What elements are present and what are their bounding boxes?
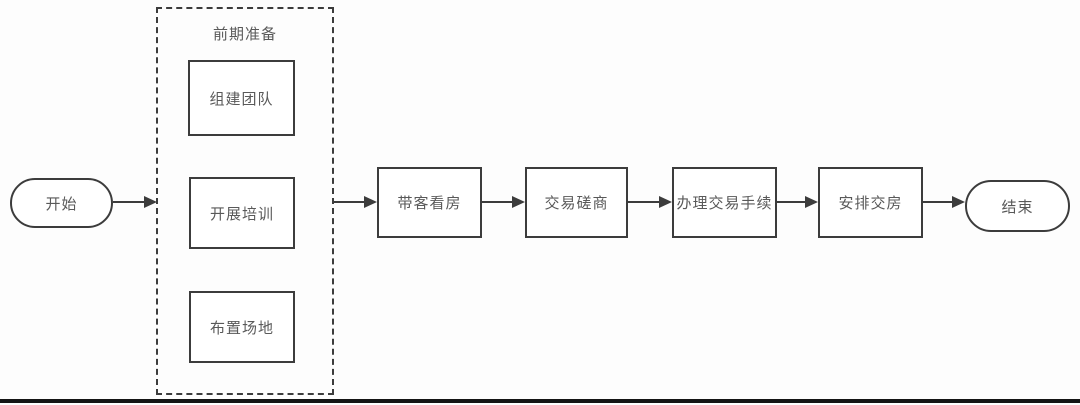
flow-node-procedures: 办理交易手续 xyxy=(672,167,777,238)
arrow-viewing-to-negotiation xyxy=(482,196,525,208)
end-node-label: 结束 xyxy=(1001,198,1034,216)
flow-node-viewing-label: 带客看房 xyxy=(397,195,462,212)
end-node: 结束 xyxy=(965,180,1070,232)
flow-node-negotiation-label: 交易磋商 xyxy=(544,195,609,212)
arrow-handover-to-end xyxy=(923,196,965,208)
arrow-start-to-prep xyxy=(113,196,157,208)
prep-step-team-label: 组建团队 xyxy=(209,90,274,108)
prep-group: 前期准备 xyxy=(156,7,334,395)
arrow-prep-to-viewing xyxy=(334,196,377,208)
prep-step-venue: 布置场地 xyxy=(189,291,295,363)
prep-step-venue-label: 布置场地 xyxy=(209,319,274,337)
prep-group-title: 前期准备 xyxy=(212,26,277,43)
flow-node-negotiation: 交易磋商 xyxy=(525,167,628,238)
flow-node-viewing: 带客看房 xyxy=(377,167,482,238)
arrow-procedures-to-handover xyxy=(777,196,818,208)
flow-node-procedures-label: 办理交易手续 xyxy=(676,195,773,212)
prep-step-training-label: 开展培训 xyxy=(209,205,274,223)
arrow-negotiation-to-procedures xyxy=(628,196,672,208)
bottom-divider xyxy=(0,399,1080,403)
flow-node-handover-label: 安排交房 xyxy=(838,195,903,212)
start-node: 开始 xyxy=(10,178,113,228)
flow-node-handover: 安排交房 xyxy=(818,167,923,238)
start-node-label: 开始 xyxy=(45,195,78,213)
prep-step-training: 开展培训 xyxy=(189,177,295,249)
prep-step-team: 组建团队 xyxy=(188,60,295,136)
